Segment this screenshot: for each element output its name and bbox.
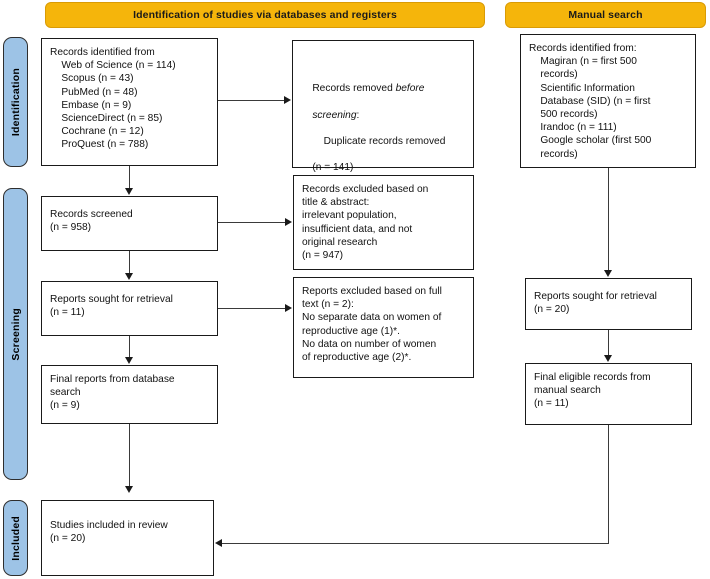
connector-manual-sources-to-sought [608,168,610,270]
records-removed-line4: (n = 141) [312,162,354,174]
header-bar-databases: Identification of studies via databases … [45,2,485,28]
stage-label-identification-text: Identification [9,67,22,137]
records-removed-line3: Duplicate records removed [312,136,446,148]
connector-screened-to-excluded [218,222,285,224]
stage-label-identification: Identification [3,37,28,167]
connector-sought-to-final-reports [129,336,131,358]
records-removed-line1-pre: Records removed [312,83,396,95]
connector-screened-to-sought [129,251,131,274]
box-final-eligible-records-manual: Final eligible records from manual searc… [525,363,692,425]
box-final-reports-database-search: Final reports from database search (n = … [41,365,218,424]
arrowhead-identified-to-removed [284,95,291,104]
connector-identified-to-removed [218,100,284,102]
arrowhead-manual-sought-to-final [603,355,612,362]
arrowhead-screened-to-excluded [285,217,292,226]
stage-label-screening-text: Screening [9,307,22,361]
arrowhead-sought-to-excluded-full-text [285,303,292,312]
connector-manual-sought-to-final [608,330,610,355]
box-records-identified-databases: Records identified from Web of Science (… [41,38,218,166]
connector-sought-to-excluded-full-text [218,308,285,310]
arrowhead-manual-sources-to-sought [603,270,612,277]
box-reports-sought-retrieval-databases: Reports sought for retrieval (n = 11) [41,281,218,336]
header-bar-databases-label: Identification of studies via databases … [133,9,397,21]
header-bar-manual-search-label: Manual search [568,9,643,21]
connector-identified-to-screened [129,166,131,190]
box-reports-excluded-full-text: Reports excluded based on full text (n =… [293,277,474,378]
records-removed-line1-italic: before [395,83,425,95]
connector-manual-final-to-included-vertical [608,425,610,543]
stage-label-included-text: Included [9,515,22,561]
arrowhead-sought-to-final-reports [124,357,133,364]
connector-manual-final-to-included-horizontal [222,543,609,545]
arrowhead-manual-final-to-included [215,538,222,547]
stage-label-included: Included [3,500,28,576]
header-bar-manual-search: Manual search [505,2,706,28]
stage-label-screening: Screening [3,188,28,480]
box-studies-included-in-review: Studies included in review (n = 20) [41,500,214,576]
arrowhead-screened-to-sought [124,273,133,280]
box-records-removed-before-screening: Records removed before screening: Duplic… [292,40,474,173]
records-removed-line2-post: : [356,109,360,121]
box-reports-sought-retrieval-manual: Reports sought for retrieval (n = 20) [525,278,692,330]
records-removed-line2-italic: screening [312,109,357,121]
box-records-identified-manual: Records identified from: Magiran (n = fi… [520,34,696,168]
arrowhead-identified-to-screened [124,188,133,195]
box-records-screened: Records screened (n = 958) [41,196,218,251]
connector-final-reports-to-included [129,424,131,486]
arrowhead-final-reports-to-included [124,486,133,493]
box-records-excluded: Records excluded based on title & abstra… [293,175,474,270]
